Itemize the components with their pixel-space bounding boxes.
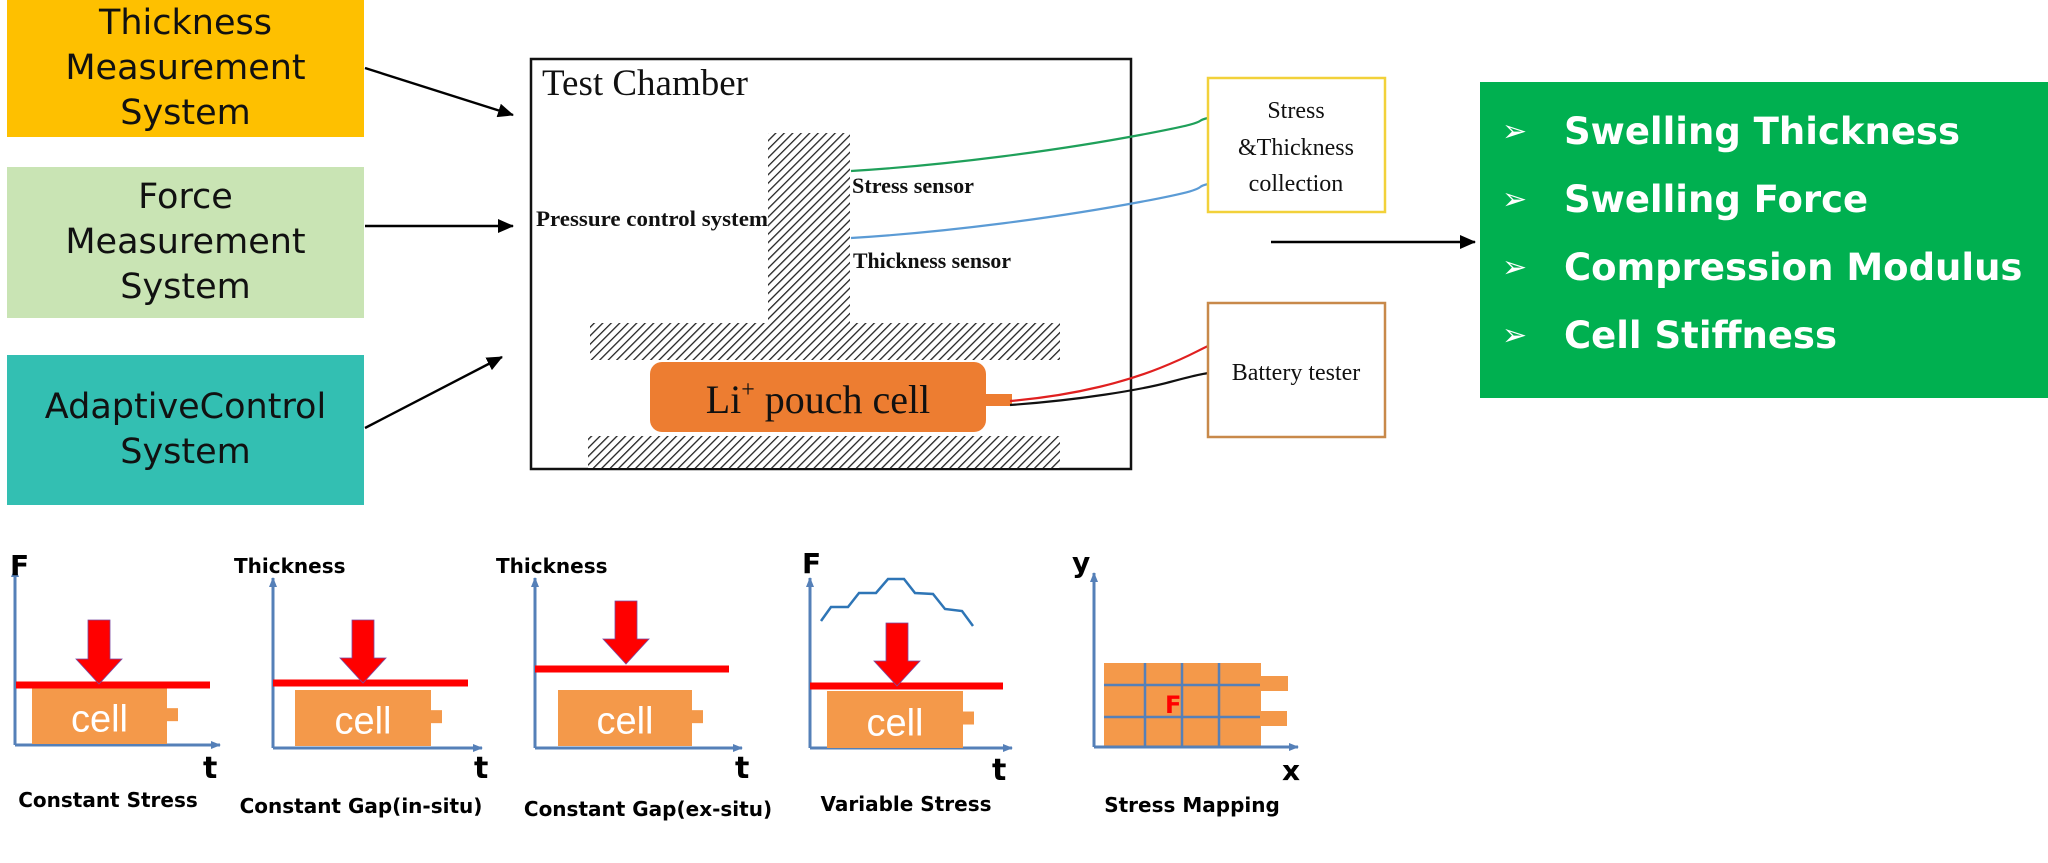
thickness-sensor-label: Thickness sensor — [853, 248, 1011, 273]
lower-press-plate — [588, 436, 1060, 468]
small-cell — [827, 691, 963, 748]
small-cell-tab — [692, 710, 703, 724]
adaptive-control-system-box: AdaptiveControl System — [7, 355, 364, 505]
small-cell-label: cell — [71, 699, 128, 741]
variable-stress-curve — [819, 577, 975, 627]
output-item: ➢ Swelling Force — [1502, 178, 1868, 221]
x-axis-label: t — [203, 751, 217, 786]
x-axis-label: t — [474, 751, 488, 786]
mode-caption: Constant Gap(in-situ) — [240, 794, 483, 818]
test-chamber-title: Test Chamber — [542, 63, 748, 104]
small-cell-label: cell — [596, 701, 653, 743]
y-axis-label: Thickness — [234, 554, 346, 578]
negative-wire — [1009, 371, 1209, 407]
x-axis-label: t — [992, 753, 1006, 788]
arrow-adaptive-to-chamber — [364, 355, 503, 430]
output-swelling-thickness: Swelling Thickness — [1564, 110, 1960, 153]
y-axis-label: F — [10, 549, 29, 582]
stress-thickness-collection-label: Stress — [1267, 98, 1324, 124]
mode-caption: Stress Mapping — [1104, 793, 1280, 817]
press-arrow-icon — [339, 619, 387, 684]
output-item: ➢ Cell Stiffness — [1502, 314, 1837, 357]
output-compression-modulus: Compression Modulus — [1564, 246, 2023, 289]
stress-sensor-wire — [850, 116, 1209, 173]
collection-line-1: Stress — [1267, 98, 1324, 124]
press-arrow-icon — [75, 619, 123, 685]
small-cell — [558, 690, 692, 746]
output-swelling-force: Swelling Force — [1564, 178, 1869, 221]
small-cell — [295, 690, 431, 746]
mapped-cell-tab-bottom — [1261, 711, 1287, 726]
x-axis-label: t — [735, 751, 749, 786]
output-item: ➢ Swelling Thickness — [1502, 110, 1960, 153]
mapped-cell-tab-top — [1261, 676, 1288, 691]
y-axis-label: Thickness — [496, 554, 608, 578]
small-cell-label: cell — [866, 702, 923, 744]
output-item: ➢ Compression Modulus — [1502, 246, 2022, 289]
battery-tester-box — [1206, 301, 1387, 439]
upper-press-plate — [590, 323, 1060, 360]
pouch-cell-label: Li+ pouch cell — [706, 377, 931, 422]
arrowhead-bullet-icon: ➢ — [1502, 182, 1528, 217]
small-cell — [32, 688, 167, 744]
mode-caption: Constant Stress — [18, 788, 198, 812]
press-arrow-icon — [602, 600, 650, 665]
small-cell-tab — [963, 711, 974, 725]
pressure-control-label: Pressure control system — [536, 206, 768, 231]
collection-line-2: &Thickness — [1238, 135, 1354, 161]
press-arrow-icon — [873, 622, 921, 687]
collection-line-3: collection — [1249, 171, 1344, 197]
small-cell-tab — [431, 710, 442, 724]
stress-sensor-label: Stress sensor — [852, 173, 974, 198]
arrowhead-bullet-icon: ➢ — [1502, 114, 1528, 149]
y-axis-label: F — [802, 547, 821, 580]
small-cell-label: cell — [334, 701, 391, 743]
output-cell-stiffness: Cell Stiffness — [1564, 314, 1837, 357]
pouch-cell — [650, 362, 986, 432]
x-axis-label: x — [1282, 754, 1300, 787]
arrow-thickness-to-chamber — [364, 66, 514, 118]
thickness-measurement-system-box: Thickness Measurement System — [7, 0, 364, 137]
force-measurement-system-box: Force Measurement System — [7, 167, 364, 318]
arrowhead-bullet-icon: ➢ — [1502, 250, 1528, 285]
small-cell-tab — [167, 708, 178, 722]
pouch-cell-tab — [985, 394, 1012, 406]
mode-caption: Constant Gap(ex-situ) — [524, 797, 772, 821]
mode-caption: Variable Stress — [821, 792, 992, 816]
stress-thickness-collection-box — [1206, 76, 1387, 214]
y-axis-label: y — [1072, 546, 1090, 579]
thickness-sensor-wire — [850, 182, 1209, 240]
outputs-box: ➢ Swelling Thickness ➢ Swelling Force ➢ Com… — [1480, 82, 2048, 398]
battery-tester-label: Battery tester — [1232, 360, 1361, 386]
pressure-column — [768, 133, 850, 325]
stress-mapping-f-label: F — [1165, 691, 1181, 719]
positive-wire — [1009, 345, 1209, 403]
arrowhead-bullet-icon: ➢ — [1502, 318, 1528, 353]
